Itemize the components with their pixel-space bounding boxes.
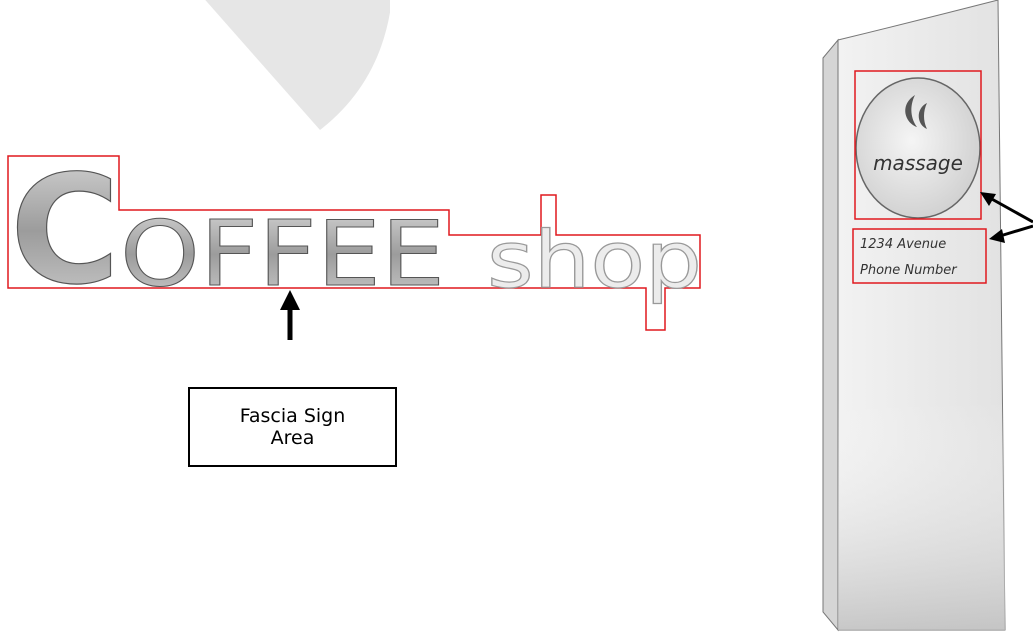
pillar-side [823,40,838,630]
fascia-word-small: shop [487,216,702,306]
fascia-word-rest: OFFEE [120,202,445,307]
monument-sign: massage 1234 Avenue Phone Number [790,0,1033,632]
fascia-callout-label: Fascia Sign Area [223,405,363,449]
fascia-big-letter: C [10,144,120,318]
fascia-callout: Fascia Sign Area [188,387,397,467]
logo-text: massage [873,151,963,175]
logo-disc [856,78,980,218]
fascia-sign: C OFFEE shop [0,0,720,340]
arrow-to-plaque [1000,226,1033,236]
phone-text: Phone Number [860,263,958,278]
address-text: 1234 Avenue [860,237,946,252]
